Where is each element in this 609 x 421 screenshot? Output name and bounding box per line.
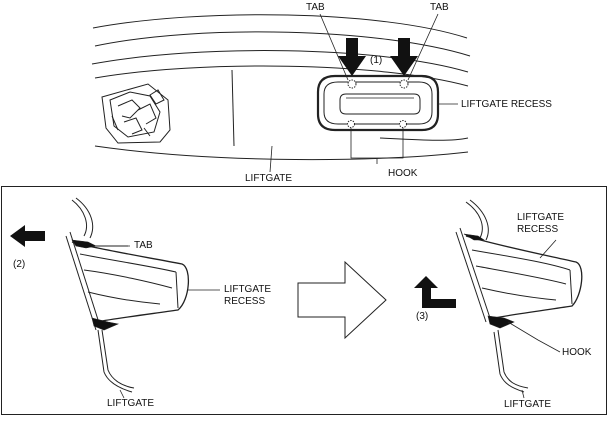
- recess-inner-rim: [323, 81, 433, 125]
- left-recess-label-line1: LIFTGATE: [224, 284, 272, 295]
- step-1-label: (1): [370, 55, 383, 66]
- step-3-label: (3): [416, 311, 429, 322]
- top-liftgate-label: LIFTGATE: [245, 173, 293, 184]
- recess-outer-rim: [316, 74, 440, 132]
- right-recess-label-line2: RECESS: [517, 224, 559, 235]
- right-recess-side-view: [455, 199, 583, 393]
- step-2-label: (2): [13, 259, 26, 270]
- trim-piece: [101, 83, 171, 144]
- press-arrow-left: [338, 38, 366, 76]
- tab-right-marker: [399, 79, 409, 89]
- right-hook-label: HOOK: [562, 347, 592, 358]
- top-tab-left-label: TAB: [306, 2, 325, 13]
- left-recess-label-line2: RECESS: [224, 296, 266, 307]
- recess-opening: [339, 93, 421, 115]
- top-tab-right-label: TAB: [430, 2, 449, 13]
- liftgate-overview: [91, 14, 471, 161]
- detail-frame: [1, 186, 607, 415]
- top-liftgate-recess-label: LIFTGATE RECESS: [461, 99, 552, 110]
- right-recess-label-line1: LIFTGATE: [517, 212, 565, 223]
- hook-left-marker: [347, 120, 355, 128]
- left-liftgate-label: LIFTGATE: [107, 398, 155, 409]
- left-tab-label: TAB: [134, 240, 153, 251]
- pull-arrow-left: [10, 225, 45, 247]
- detail-leaders: [96, 239, 561, 399]
- rotate-arrow-right: [414, 276, 456, 308]
- left-recess-side-view: [65, 197, 189, 393]
- hook-right-marker: [399, 120, 407, 128]
- press-arrow-right: [390, 38, 418, 76]
- right-liftgate-label: LIFTGATE: [504, 399, 552, 410]
- top-leaders: [269, 13, 458, 173]
- transition-arrow: [297, 260, 387, 340]
- tab-left-marker: [347, 79, 357, 89]
- liftgate-recess-plan: [316, 74, 440, 132]
- top-hook-label: HOOK: [388, 168, 418, 179]
